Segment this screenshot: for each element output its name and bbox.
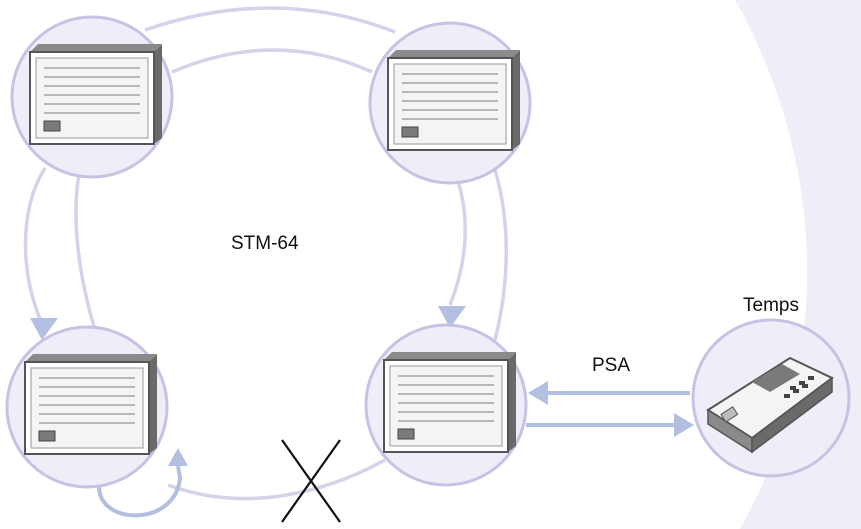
loopback-path	[97, 465, 183, 518]
ring-links	[23, 6, 508, 501]
ring-arrow-left	[30, 318, 58, 340]
ring-label: STM-64	[231, 233, 299, 254]
sdh-node-bottom-left	[5, 325, 169, 489]
network-equipment-rack-icon	[387, 49, 521, 151]
ring-arrow-right	[438, 306, 466, 328]
sdh-node-bottom-right	[364, 323, 528, 487]
psa-link-arrows	[526, 381, 694, 437]
loopback-arrowhead	[168, 448, 188, 466]
cross-break-icon	[281, 439, 341, 523]
test-device	[691, 318, 851, 478]
handheld-tester-icon	[706, 356, 834, 454]
link-label: PSA	[592, 355, 630, 376]
sdh-node-top-left	[10, 15, 174, 179]
device-label: Temps	[743, 295, 799, 316]
sdh-node-top-right	[368, 21, 532, 185]
network-equipment-rack-icon	[29, 43, 163, 145]
network-equipment-rack-icon	[383, 351, 517, 453]
network-equipment-rack-icon	[24, 353, 158, 455]
